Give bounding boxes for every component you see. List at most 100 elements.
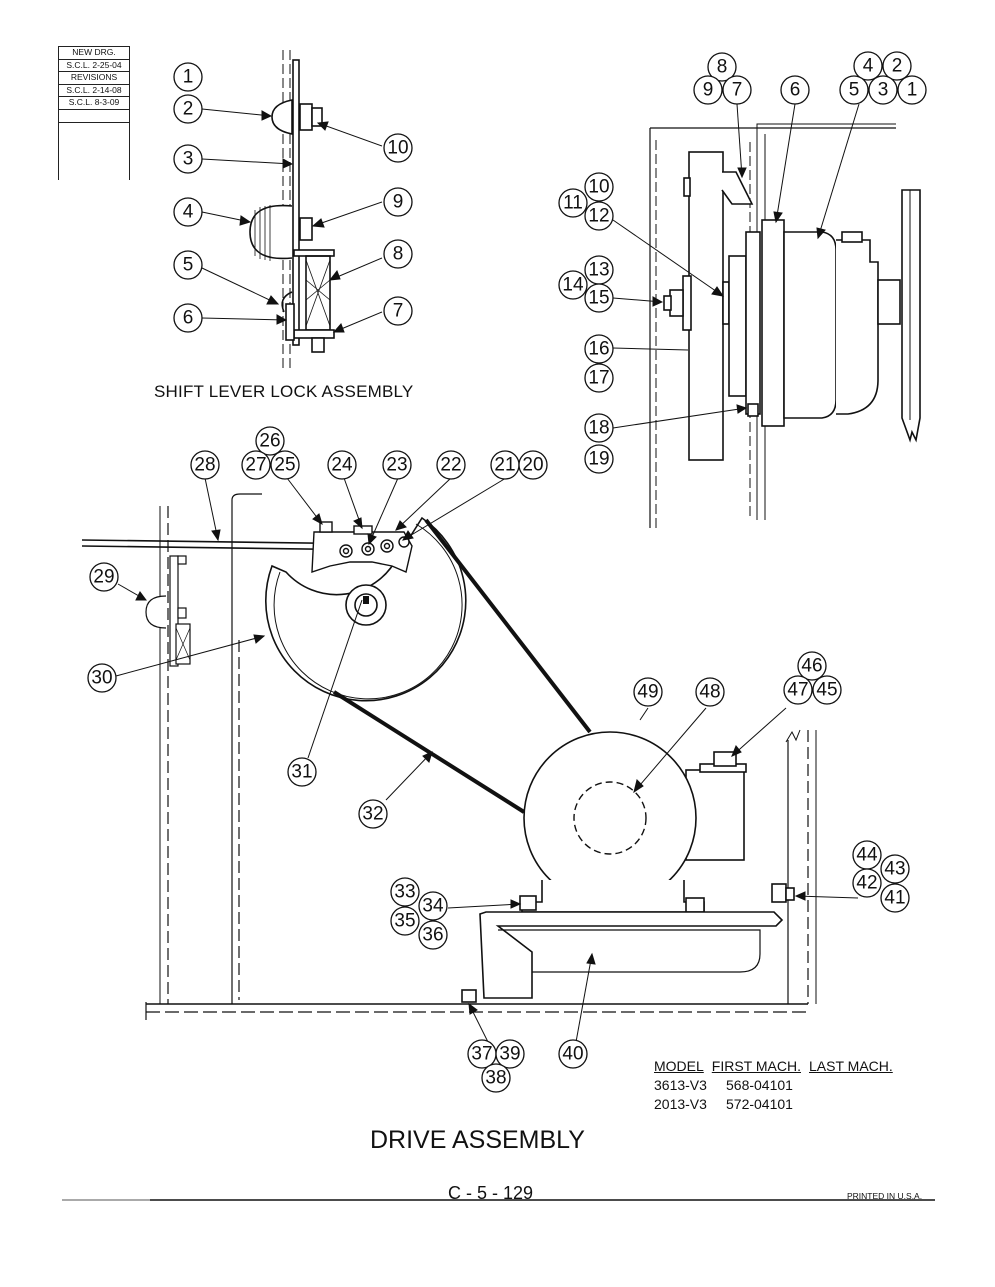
callout-drive-27: 27 <box>241 450 271 480</box>
callout-drive-40: 40 <box>558 1039 588 1069</box>
shift-lever-lock-leaders <box>201 108 383 333</box>
callout-bubbles: 1 2 3 4 5 6 7 8 9 10 8 9 7 6 4 2 5 3 1 1… <box>87 51 927 1093</box>
svg-text:47: 47 <box>787 680 808 701</box>
callout-clutch-1: 1 <box>897 75 927 105</box>
callout-drive-46: 46 <box>797 651 827 681</box>
callout-drive-29: 29 <box>89 562 119 592</box>
revision-block: NEW DRG. S.C.L. 2-25-04 REVISIONS S.C.L.… <box>58 46 130 180</box>
svg-text:35: 35 <box>394 911 415 932</box>
callout-drive-49: 49 <box>633 677 663 707</box>
svg-text:20: 20 <box>522 455 543 476</box>
printed-note: PRINTED IN U.S.A. <box>847 1191 923 1201</box>
callout-lock-1: 1 <box>173 62 203 92</box>
table-row: 3613-V3 568-04101 <box>654 1076 893 1095</box>
callout-clutch-8: 8 <box>707 52 737 82</box>
callout-clutch-11: 11 <box>558 188 588 218</box>
callout-lock-6: 6 <box>173 303 203 333</box>
svg-text:38: 38 <box>485 1068 506 1089</box>
revision-spacer <box>59 110 129 123</box>
motor-base <box>461 883 795 1003</box>
svg-text:46: 46 <box>801 656 822 677</box>
svg-text:10: 10 <box>387 138 408 159</box>
callout-drive-25: 25 <box>270 450 300 480</box>
revision-row: S.C.L. 2-25-04 <box>59 60 129 72</box>
v-belt <box>332 518 592 814</box>
callout-clutch-5: 5 <box>839 75 869 105</box>
svg-text:28: 28 <box>194 455 215 476</box>
callout-clutch-12: 12 <box>584 201 614 231</box>
svg-text:32: 32 <box>362 804 383 825</box>
svg-text:37: 37 <box>471 1044 492 1065</box>
callout-lock-8: 8 <box>383 239 413 269</box>
shift-lever-lock-drawing <box>249 50 335 372</box>
subassembly-title: SHIFT LEVER LOCK ASSEMBLY <box>154 382 414 401</box>
callout-clutch-6: 6 <box>780 75 810 105</box>
callout-clutch-18: 18 <box>584 413 614 443</box>
large-pulley <box>265 516 467 702</box>
svg-text:8: 8 <box>717 57 728 78</box>
callout-drive-26: 26 <box>255 426 285 456</box>
callout-lock-5: 5 <box>173 250 203 280</box>
svg-text:16: 16 <box>588 339 609 360</box>
callout-drive-35: 35 <box>390 906 420 936</box>
callout-drive-31: 31 <box>287 757 317 787</box>
svg-text:24: 24 <box>331 455 353 476</box>
svg-text:11: 11 <box>563 193 583 214</box>
callout-clutch-10: 10 <box>584 172 614 202</box>
motor <box>519 731 747 913</box>
callout-clutch-14: 14 <box>558 270 588 300</box>
callout-lock-10: 10 <box>383 133 413 163</box>
svg-text:40: 40 <box>562 1044 583 1065</box>
callout-clutch-7: 7 <box>722 75 752 105</box>
clutch-assembly-leaders <box>612 103 860 429</box>
svg-text:8: 8 <box>393 244 404 265</box>
svg-text:22: 22 <box>440 455 461 476</box>
svg-text:21: 21 <box>494 455 515 476</box>
drive-assembly-leaders <box>115 477 859 1043</box>
callout-drive-22: 22 <box>436 450 466 480</box>
callout-drive-33: 33 <box>390 877 420 907</box>
model-cell: 2013-V3 <box>654 1096 707 1112</box>
svg-text:39: 39 <box>499 1044 520 1065</box>
svg-text:44: 44 <box>856 845 878 866</box>
callout-drive-36: 36 <box>418 920 448 950</box>
callout-drive-42: 42 <box>852 868 882 898</box>
callout-drive-24: 24 <box>327 450 357 480</box>
model-table: MODEL FIRST MACH. LAST MACH. 3613-V3 568… <box>654 1057 893 1114</box>
callout-drive-48: 48 <box>695 677 725 707</box>
svg-text:31: 31 <box>291 762 312 783</box>
callout-drive-41: 41 <box>880 883 910 913</box>
svg-text:26: 26 <box>259 431 280 452</box>
table-row: 2013-V3 572-04101 <box>654 1095 893 1114</box>
svg-text:42: 42 <box>856 873 877 894</box>
svg-text:10: 10 <box>588 177 609 198</box>
svg-text:48: 48 <box>699 682 720 703</box>
revision-row: REVISIONS <box>59 72 129 85</box>
svg-text:3: 3 <box>183 149 194 170</box>
svg-text:19: 19 <box>588 449 609 470</box>
callout-drive-21: 21 <box>490 450 520 480</box>
callout-drive-45: 45 <box>812 675 842 705</box>
callout-lock-3: 3 <box>173 144 203 174</box>
svg-text:14: 14 <box>562 275 584 296</box>
svg-text:25: 25 <box>274 455 295 476</box>
svg-text:6: 6 <box>183 308 194 329</box>
svg-text:4: 4 <box>863 56 874 77</box>
svg-text:6: 6 <box>790 80 801 101</box>
svg-text:7: 7 <box>393 301 404 322</box>
callout-clutch-13: 13 <box>584 255 614 285</box>
svg-text:23: 23 <box>386 455 407 476</box>
callout-drive-30: 30 <box>87 663 117 693</box>
svg-text:36: 36 <box>422 925 443 946</box>
callout-drive-47: 47 <box>783 675 813 705</box>
callout-drive-43: 43 <box>880 854 910 884</box>
svg-text:27: 27 <box>245 455 266 476</box>
svg-text:49: 49 <box>637 682 658 703</box>
svg-text:3: 3 <box>878 80 889 101</box>
callout-drive-39: 39 <box>495 1039 525 1069</box>
callout-clutch-15: 15 <box>584 283 614 313</box>
svg-text:1: 1 <box>183 67 194 88</box>
svg-text:12: 12 <box>588 206 609 227</box>
svg-text:17: 17 <box>588 368 609 389</box>
